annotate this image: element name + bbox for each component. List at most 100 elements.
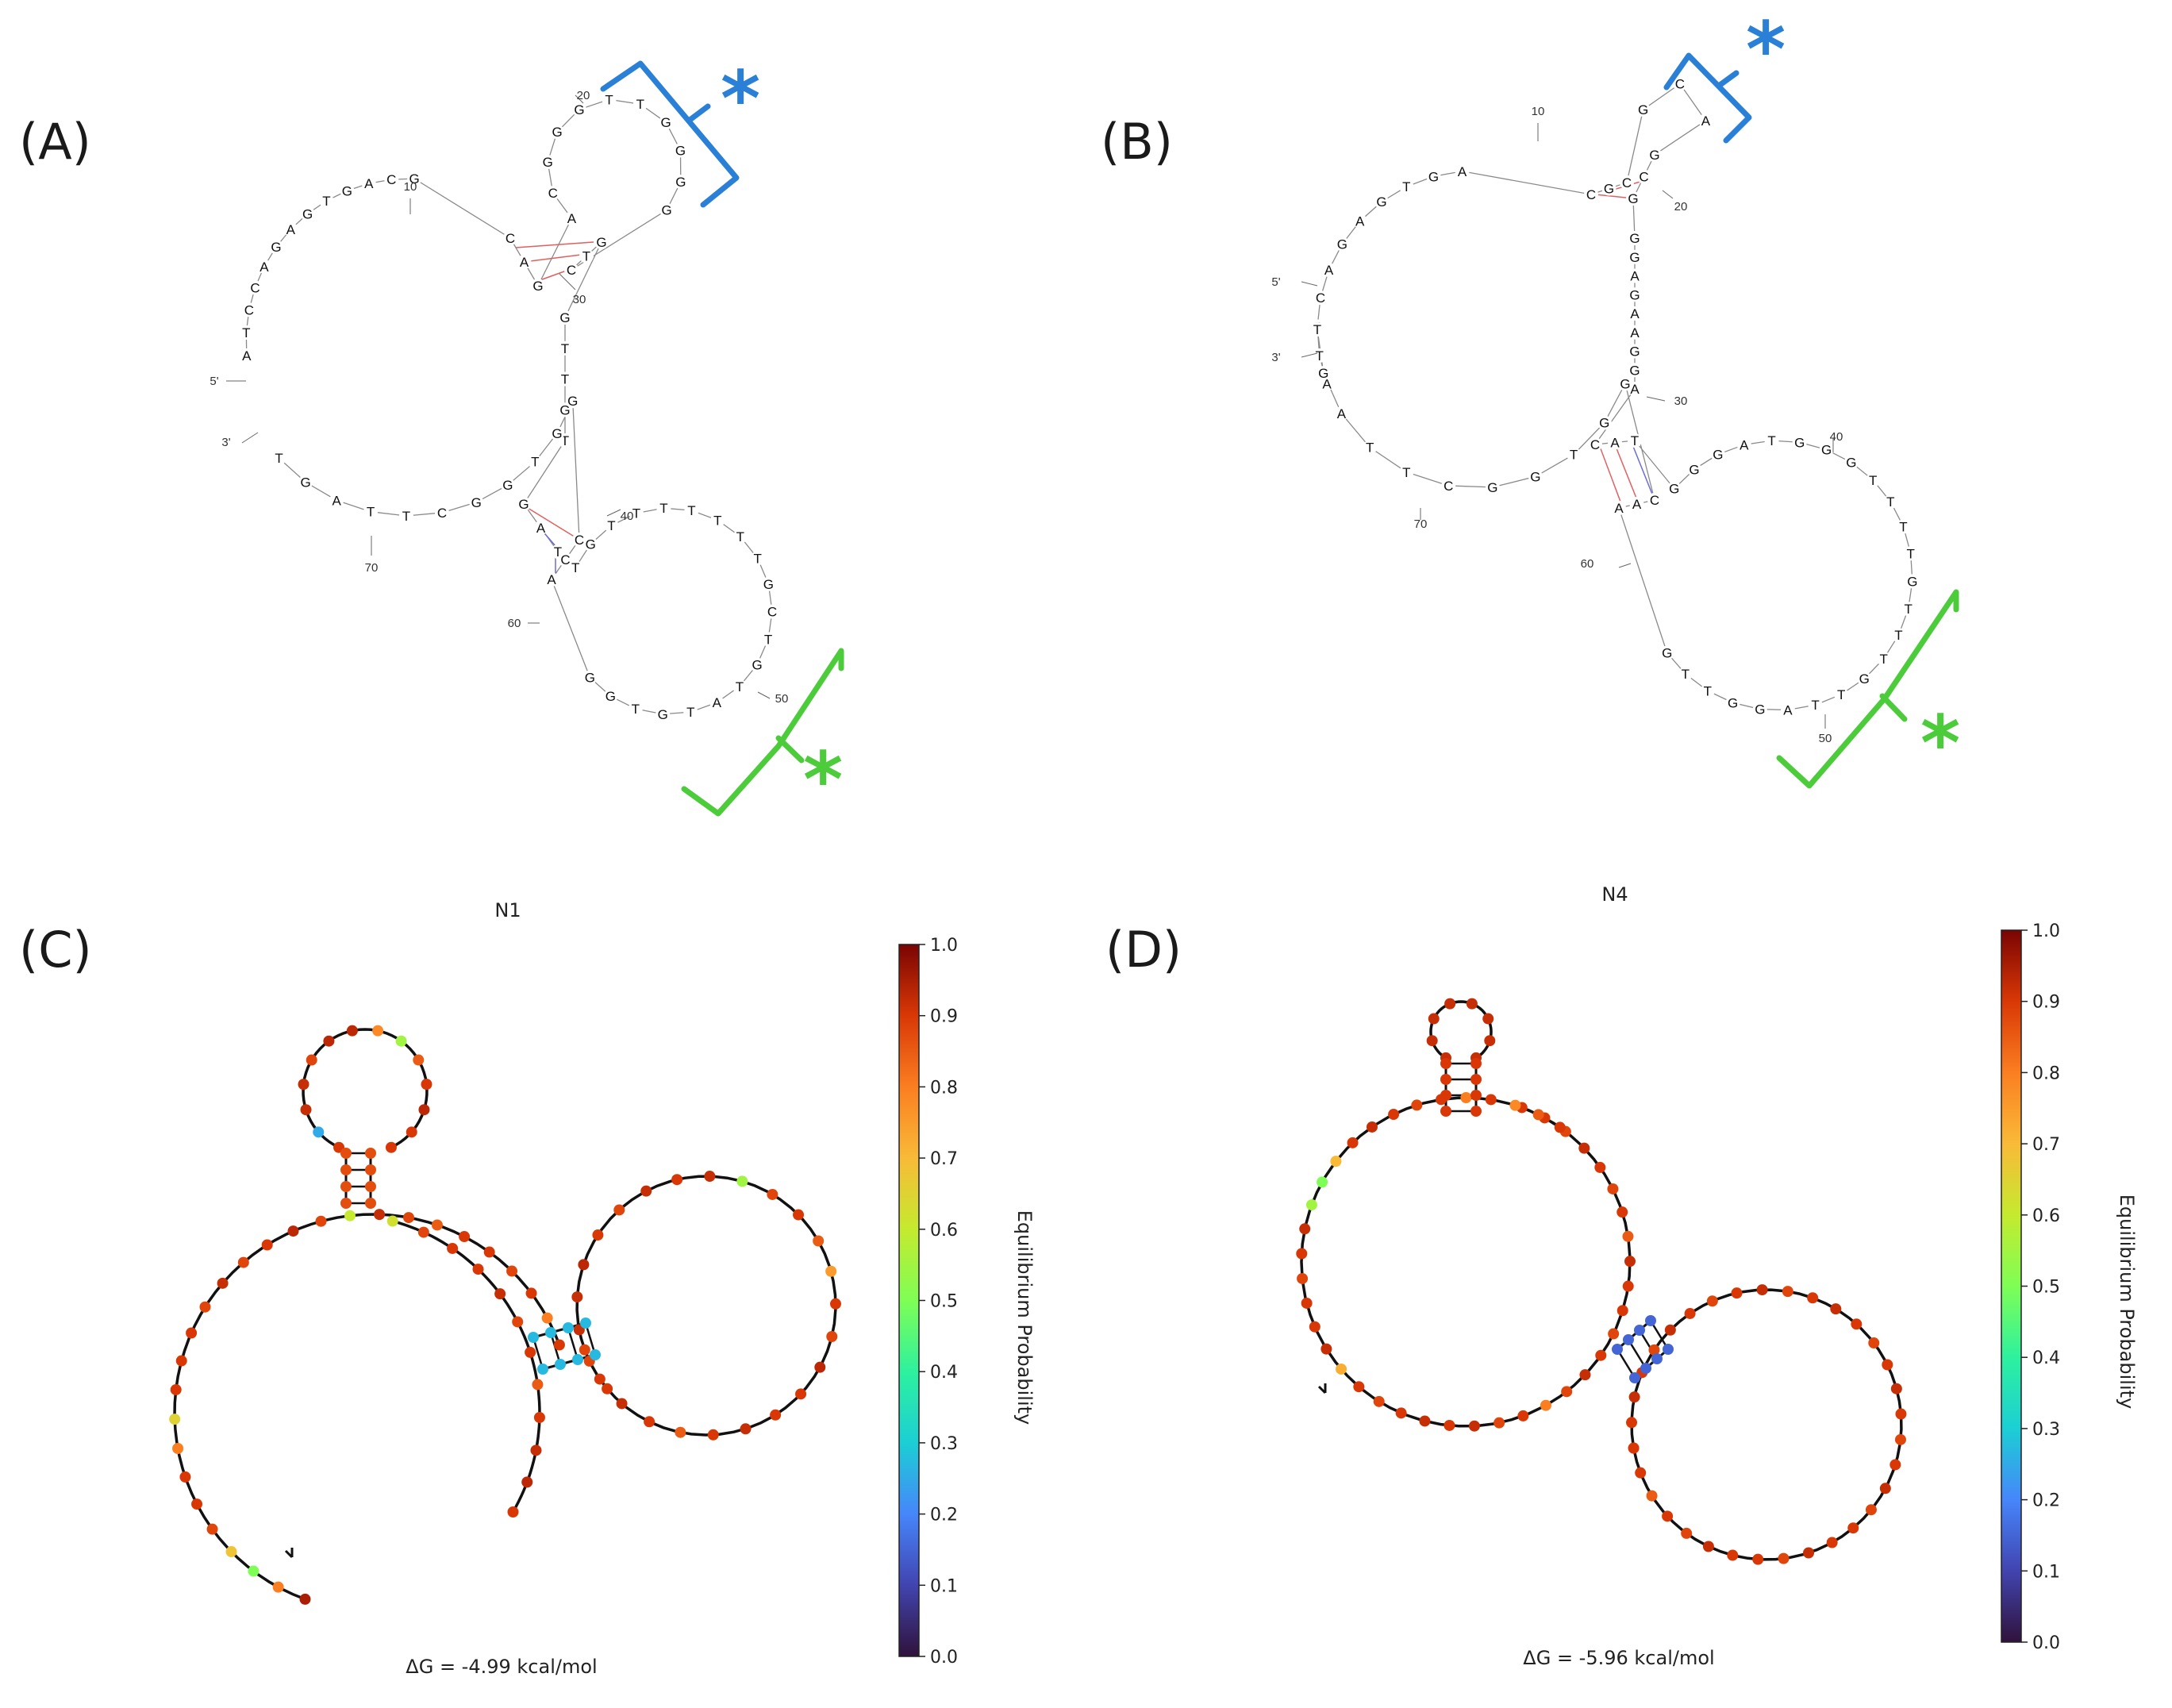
panel-label-a: (A) — [19, 113, 91, 171]
nucleotide-halo — [549, 425, 564, 440]
nucleotide-halo — [632, 97, 648, 112]
nucleotide-halo — [1687, 462, 1702, 477]
nucleotide-halo — [1374, 194, 1390, 210]
nucleotide-halo — [1335, 237, 1350, 252]
nucleotide-halo — [1628, 268, 1642, 283]
base-pair-bond — [1598, 444, 1624, 509]
nucleotide: A — [536, 521, 546, 536]
nucleotide: A — [547, 572, 556, 587]
paired-nucleotide-dot — [1623, 1334, 1634, 1345]
nucleotide: T — [582, 249, 590, 264]
nucleotide-halo — [1752, 702, 1767, 717]
bracket-green-b — [1776, 589, 1959, 789]
colorbar-tick-label: 0.1 — [930, 1576, 958, 1596]
paired-nucleotide-dot — [580, 1318, 591, 1329]
nucleotide-halo — [1628, 231, 1642, 245]
nucleotide-dot — [1540, 1399, 1551, 1411]
colorbar-d-title: Equilibrium Probability — [2116, 1194, 2138, 1409]
nucleotide-halo — [750, 551, 765, 566]
nucleotide: A — [1632, 497, 1642, 512]
nucleotide-halo — [1399, 464, 1414, 479]
nucleotide-halo — [1626, 191, 1640, 206]
nucleotide-dot — [740, 1423, 752, 1435]
nucleotide: A — [1630, 325, 1640, 340]
nucleotide-dot — [385, 1141, 397, 1153]
nucleotide-dot — [1347, 1137, 1359, 1148]
number-tick — [757, 691, 771, 699]
nucleotide-dot — [169, 1414, 181, 1425]
nucleotide-halo — [241, 302, 256, 317]
base-pair-bond — [1614, 444, 1640, 505]
nucleotide: T — [713, 513, 721, 528]
nucleotide-dot — [1622, 1230, 1634, 1242]
nucleotide: G — [675, 175, 686, 190]
nucleotide-dot — [323, 1035, 335, 1047]
nucleotide: T — [1402, 465, 1410, 480]
nucleotide-dot — [767, 1188, 778, 1200]
nucleotide-halo — [545, 186, 560, 201]
panel-c-title: N1 — [494, 899, 521, 921]
strand-end-label: 5' — [1271, 275, 1280, 289]
bracket-blue-a — [600, 60, 740, 208]
nucleotide: G — [559, 310, 570, 325]
nucleotide-dot — [1681, 1527, 1693, 1539]
nucleotide: G — [752, 658, 762, 673]
nucleotide-halo — [1628, 433, 1642, 448]
nucleotide-dot — [1428, 1013, 1440, 1025]
paired-nucleotide-dot — [365, 1198, 376, 1209]
nucleotide: C — [560, 552, 570, 567]
nucleotide-dot — [413, 1054, 425, 1066]
paired-nucleotide-dot — [563, 1322, 574, 1333]
nucleotide-dot — [675, 1426, 686, 1438]
paired-nucleotide-dot — [1440, 1090, 1451, 1101]
secondary-structure-b: ATCCAGAGTGACGCGCAGCGGGAGAAGGACATGGGATGGG… — [1271, 76, 1920, 745]
nucleotide: G — [675, 143, 686, 158]
colorbar-tick-label: 0.3 — [2032, 1420, 2060, 1440]
nucleotide: T — [1869, 473, 1877, 488]
position-number: 50 — [1819, 732, 1832, 745]
nucleotide: G — [1337, 237, 1347, 252]
nucleotide-halo — [1617, 376, 1632, 391]
nucleotide-halo — [361, 176, 376, 191]
nucleotide: G — [1530, 469, 1540, 484]
nucleotide: T — [1894, 628, 1902, 643]
position-number: 60 — [508, 617, 521, 630]
nucleotide-halo — [1612, 501, 1626, 515]
nucleotide: C — [1316, 290, 1325, 306]
nucleotide-halo — [1628, 287, 1642, 302]
nucleotide-dot — [1648, 1344, 1660, 1356]
nucleotide: T — [1907, 546, 1915, 561]
nucleotide: G — [342, 183, 352, 198]
paired-nucleotide-dot — [340, 1164, 352, 1175]
nucleotide-dot — [594, 1373, 605, 1385]
nucleotide-dot — [1309, 1321, 1320, 1333]
nucleotide-dot — [417, 1226, 429, 1238]
nucleotide-halo — [1780, 702, 1795, 717]
nucleotide-halo — [684, 503, 699, 518]
nucleotide-dot — [206, 1523, 218, 1535]
nucleotide-dot — [179, 1471, 191, 1483]
nucleotide-halo — [1678, 667, 1693, 682]
nucleotide: T — [1811, 698, 1819, 713]
nucleotide-halo — [1485, 479, 1500, 494]
nucleotide-halo — [1608, 435, 1622, 450]
nucleotide-dot — [1482, 1013, 1494, 1025]
paired-nucleotide-dot — [1612, 1344, 1623, 1355]
nucleotide: T — [561, 372, 569, 387]
nucleotide-dot — [1468, 1420, 1480, 1432]
nucleotide: T — [1904, 602, 1912, 617]
nucleotide: C — [437, 506, 447, 521]
nucleotide: A — [332, 493, 341, 508]
end-tick — [1301, 281, 1318, 287]
nucleotide: C — [250, 280, 259, 295]
nucleotide-halo — [1710, 447, 1725, 462]
nucleotide-halo — [1455, 163, 1470, 179]
base-pair-bond — [527, 507, 580, 540]
nucleotide-halo — [1736, 437, 1751, 452]
colorbar-c: 0.00.10.20.30.40.50.60.70.80.91.0 — [898, 936, 958, 1668]
nucleotide: G — [1638, 102, 1648, 117]
nucleotide-dot — [447, 1242, 459, 1254]
nucleotide-halo — [673, 143, 688, 158]
nucleotide-halo — [1628, 363, 1642, 378]
panel-d-title: N4 — [1601, 883, 1628, 906]
